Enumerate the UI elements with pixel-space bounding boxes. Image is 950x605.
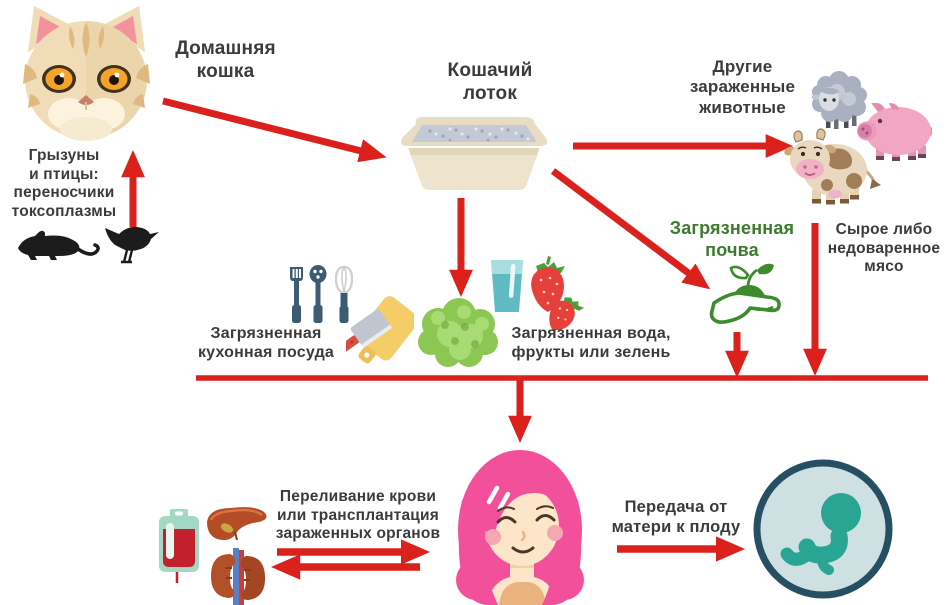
mother-to-fetus-label: Передача от матери к плоду (611, 498, 741, 536)
kitchenware-label: Загрязненная кухонная посуда (197, 325, 335, 362)
cutting-board-cleaver-icon (346, 296, 414, 364)
liver-icon (207, 507, 267, 541)
blood-bag-icon (159, 509, 199, 583)
water-glass-icon (491, 260, 523, 312)
litter-box-icon (400, 117, 548, 190)
rodents-label: Грызуны и птицы: переносчики токсоплазмы (11, 147, 117, 220)
mouse-icon (18, 230, 100, 260)
cat-label: Домашняя кошка (175, 38, 276, 82)
fetus-icon (753, 459, 893, 599)
woman-icon (456, 450, 584, 605)
soil-label: Загрязненная почва (669, 218, 795, 260)
litter-box-label: Кошачий лоток (447, 60, 533, 104)
other-animals-label: Другие зараженные животные (689, 57, 796, 117)
raw-meat-label: Сырое либо недоваренное мясо (827, 221, 941, 276)
bird-icon (105, 226, 159, 264)
kitchen-utensils-icon (290, 265, 354, 323)
hand-plant-icon (709, 263, 781, 324)
sheep-icon (811, 71, 867, 129)
lettuce-icon (418, 298, 498, 367)
cat-face-icon (23, 6, 150, 141)
kidneys-icon (210, 548, 266, 605)
pig-icon (857, 103, 932, 161)
strawberries-icon (531, 256, 585, 330)
water-produce-label: Загрязненная вода, фрукты или зелень (511, 325, 671, 362)
arrow-cat-to-litter (162, 97, 387, 163)
cow-icon (784, 128, 881, 205)
transfusion-label: Переливание крови или трансплантация зар… (275, 488, 441, 543)
